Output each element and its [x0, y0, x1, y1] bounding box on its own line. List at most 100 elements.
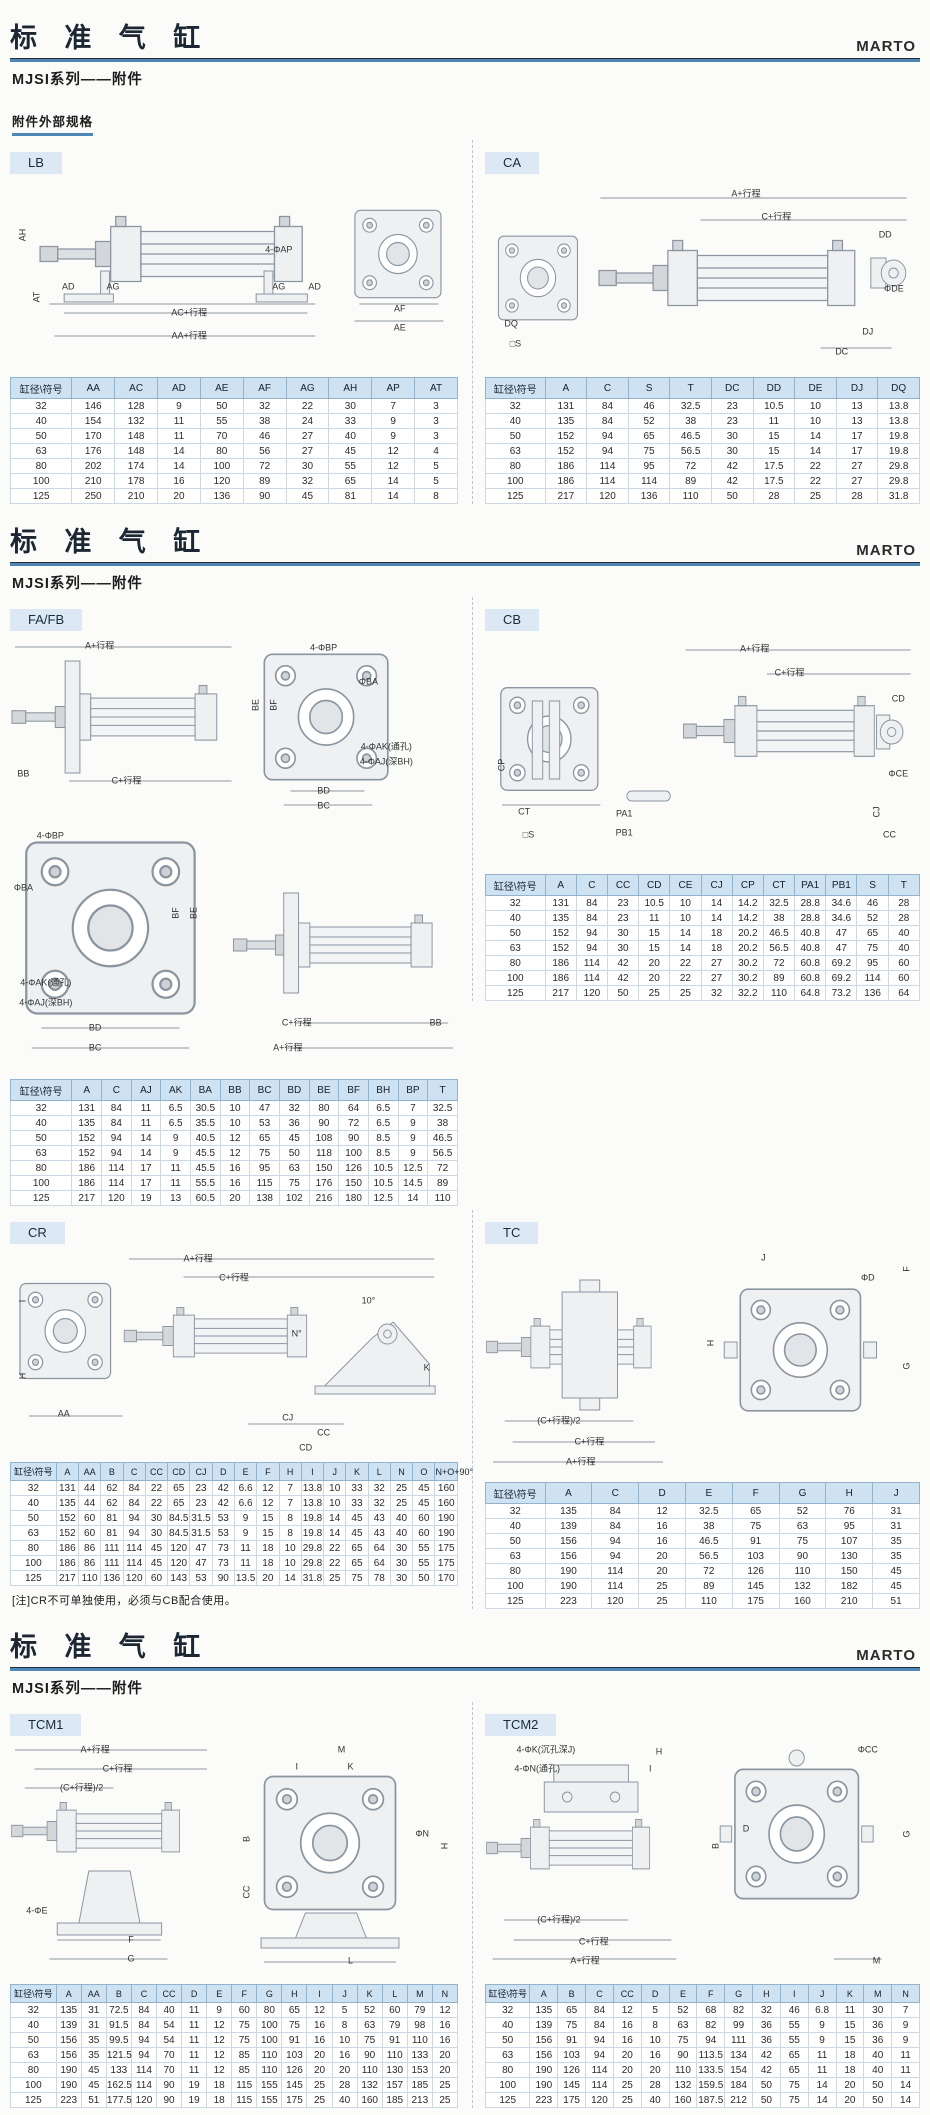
table-cell: 45 [278, 1130, 310, 1146]
table-cell: 132 [778, 1578, 827, 1594]
dimension-label: □S [522, 829, 535, 840]
column-header: CD [638, 874, 671, 896]
dimension-label: BF [268, 699, 279, 711]
table-cell: 80 [485, 955, 546, 971]
table-cell: 133.5 [696, 2062, 726, 2078]
dimension-label: BD [317, 785, 330, 796]
table-cell: 16 [219, 1160, 251, 1176]
table-cell: 10 [669, 910, 702, 926]
table-cell: 14 [700, 895, 733, 911]
table-cell: 75 [231, 2032, 258, 2048]
table-cell: 40.5 [189, 1130, 221, 1146]
table-cell: 176 [308, 1175, 340, 1191]
table-cell: 16 [638, 1518, 686, 1534]
table-cell: 152 [71, 1130, 102, 1146]
table-cell: 20 [612, 2062, 642, 2078]
table-cell: 114 [122, 1540, 146, 1556]
table-cell: 11 [233, 1555, 258, 1571]
table-cell: 156 [529, 2047, 559, 2063]
table-cell: 28.8 [794, 910, 827, 926]
table-cell: 35 [80, 2032, 107, 2048]
column-header: AK [160, 1079, 191, 1101]
table-cell: 15 [256, 1510, 280, 1526]
dimension-label: (C+行程)/2 [60, 1782, 104, 1793]
table-cell: 22 [669, 970, 702, 986]
column-header: A [529, 1984, 559, 2003]
table-cell: 135 [529, 2002, 559, 2018]
table-cell: 11 [807, 2062, 837, 2078]
table-cell: 27 [835, 473, 879, 489]
column-header: A [71, 1079, 102, 1101]
table-cell: 11 [130, 1115, 162, 1131]
table-cell: 23 [189, 1480, 213, 1496]
table-cell: 45 [285, 488, 330, 504]
column-header: CC [144, 1462, 169, 1481]
table-cell: 9 [371, 413, 416, 429]
table-cell: 9 [397, 1115, 429, 1131]
table-cell: 16 [431, 2032, 459, 2048]
column-header: E [233, 1462, 258, 1481]
table-cell: 64.8 [794, 985, 827, 1001]
table-cell: 47 [825, 940, 858, 956]
column-header: D [181, 1984, 208, 2003]
table-cell: 114 [585, 2077, 614, 2093]
table-cell: 175 [281, 2092, 308, 2108]
column-header: 缸径\符号 [10, 1984, 57, 2003]
table-cell: 3 [414, 398, 458, 414]
table-cell: 139 [544, 1518, 593, 1534]
table-cell: 157 [381, 2077, 408, 2093]
table-cell: 136 [199, 488, 244, 504]
dimension-label: C+行程 [578, 1936, 609, 1947]
table-cell: 76 [825, 1503, 874, 1519]
dimension-label: A+行程 [84, 640, 115, 651]
table-cell: 63 [485, 940, 546, 956]
table-cell: 51 [872, 1593, 920, 1609]
table-cell: 186 [544, 955, 577, 971]
table-cell: 30 [389, 1555, 414, 1571]
table-cell: 152 [544, 925, 577, 941]
column-header: A [544, 1482, 593, 1504]
column-header: BH [367, 1079, 399, 1101]
table-cell: 65 [557, 2002, 587, 2018]
table-cell: 18 [256, 1555, 280, 1571]
table-cell: 30 [606, 940, 640, 956]
table-cell: 40 [389, 1525, 414, 1541]
table-cell: 44 [77, 1480, 102, 1496]
table-cell: 99.5 [105, 2032, 132, 2048]
table-cell: 90 [155, 2077, 183, 2093]
table-cell: 31 [80, 2002, 107, 2018]
column-header: F [731, 1482, 780, 1504]
table-cell: 27 [285, 428, 330, 444]
table-cell: 63 [10, 1525, 57, 1541]
table-cell: 91 [557, 2032, 587, 2048]
table-cell: 160 [356, 2092, 383, 2108]
table-cell: 175 [434, 1555, 458, 1571]
panel-tag-cr: CR [10, 1222, 65, 1244]
column-header: L [367, 1462, 391, 1481]
table-cell: 86 [77, 1555, 102, 1571]
table-cell: 10 [219, 1115, 251, 1131]
table-cell: 60 [412, 1525, 436, 1541]
table-cell: 100 [484, 2077, 531, 2093]
dimension-label: C+行程 [111, 775, 142, 786]
column-header: K [835, 1984, 865, 2003]
column-header: CP [731, 874, 764, 896]
panel-tag-cb: CB [485, 609, 540, 631]
table-cell: 9 [807, 2017, 837, 2033]
table-cell: 150 [338, 1175, 369, 1191]
table-cell: 131 [71, 1100, 102, 1116]
column-header: CT [762, 874, 796, 896]
table-cell: 40 [9, 413, 73, 429]
column-header: C [591, 1482, 640, 1504]
